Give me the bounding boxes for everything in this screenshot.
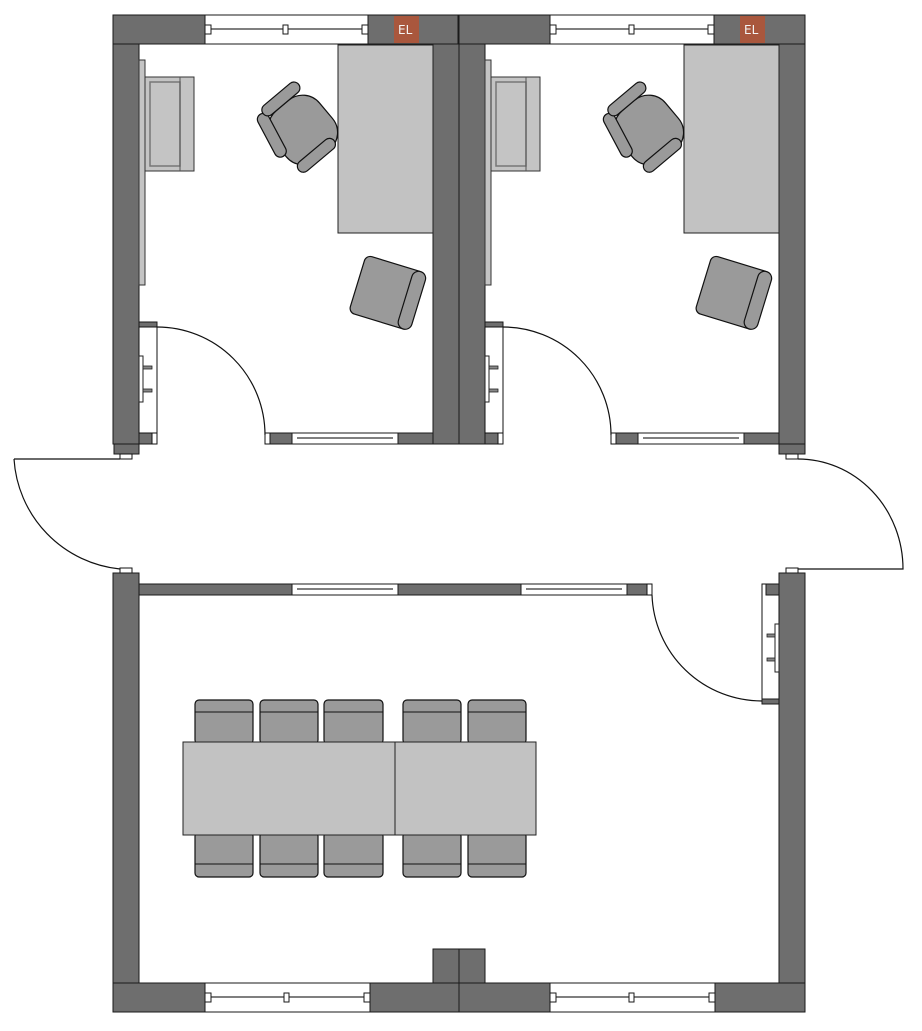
door-stop bbox=[138, 321, 158, 328]
cabinet bbox=[490, 76, 541, 172]
column bbox=[458, 948, 486, 984]
chair-top-2 bbox=[259, 699, 319, 745]
chair-bottom-3 bbox=[323, 831, 384, 878]
chair-bottom-4 bbox=[402, 831, 462, 878]
wall-segment bbox=[112, 43, 140, 445]
wall-stub bbox=[778, 443, 806, 455]
office-right: EL bbox=[458, 14, 806, 460]
chair-top-5 bbox=[467, 699, 527, 745]
chair-top-4 bbox=[402, 699, 462, 745]
armchair bbox=[695, 255, 773, 330]
wall-segment bbox=[432, 43, 460, 445]
table-section-1 bbox=[182, 741, 396, 836]
chair-bottom-5 bbox=[467, 831, 527, 878]
column bbox=[432, 948, 460, 984]
office-left: EL bbox=[112, 14, 460, 460]
chair-bottom-1 bbox=[194, 831, 254, 878]
corridor bbox=[13, 458, 904, 574]
door-stop bbox=[484, 321, 504, 328]
wall-segment bbox=[778, 43, 806, 445]
meeting-room bbox=[112, 572, 806, 1013]
door-swing-right bbox=[797, 458, 904, 570]
armchair bbox=[349, 255, 427, 330]
door-swing bbox=[156, 326, 266, 436]
office-chair bbox=[602, 81, 685, 173]
desk bbox=[683, 44, 780, 234]
wall-segment bbox=[112, 14, 206, 45]
conference-table bbox=[182, 699, 537, 878]
door-swing-left bbox=[13, 458, 121, 570]
wall-shelf bbox=[484, 59, 492, 286]
table-section-2 bbox=[394, 741, 537, 836]
chair-top-3 bbox=[323, 699, 384, 745]
door-swing bbox=[651, 594, 763, 702]
wall-segment bbox=[458, 43, 486, 445]
wall-segment bbox=[112, 572, 140, 984]
office-chair bbox=[256, 81, 339, 173]
electrical-label: EL bbox=[744, 23, 759, 37]
desk bbox=[337, 44, 434, 234]
wall-segment bbox=[778, 572, 806, 984]
electrical-panel-right: EL bbox=[740, 16, 765, 43]
wall-stub bbox=[113, 443, 140, 455]
wall-segment bbox=[458, 14, 551, 45]
wall-shelf bbox=[138, 59, 146, 286]
chair-bottom-2 bbox=[259, 831, 319, 878]
door-swing bbox=[502, 326, 612, 436]
cabinet bbox=[144, 76, 195, 172]
electrical-label: EL bbox=[398, 23, 413, 37]
chair-top-1 bbox=[194, 699, 254, 745]
electrical-panel-left: EL bbox=[394, 16, 419, 43]
